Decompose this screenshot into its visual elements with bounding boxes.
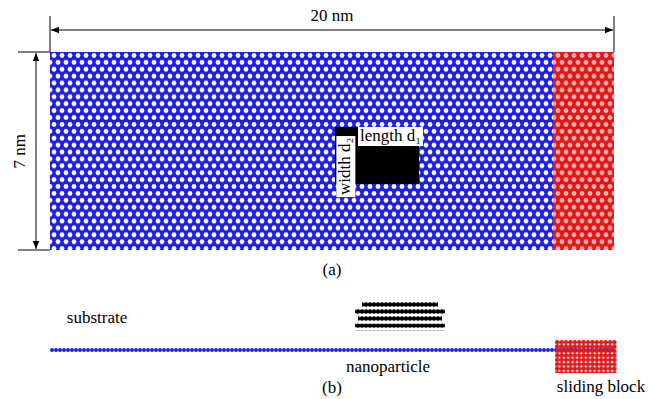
- nanoparticle-layers: [355, 301, 445, 331]
- width-label: width d₂: [336, 135, 355, 196]
- panel-label: (a): [321, 261, 344, 280]
- part-label: nanoparticle: [344, 358, 432, 377]
- sliding-block-top: [553, 52, 614, 250]
- extension-line: [50, 16, 51, 52]
- dimension-label: 7 nm: [11, 132, 30, 170]
- dimension-line: [51, 30, 613, 31]
- substrate-lattice: [50, 52, 614, 250]
- part-label: sliding block: [555, 378, 647, 397]
- extension-line: [18, 250, 50, 251]
- sliding-block-side: [555, 340, 617, 373]
- substrate-row: [50, 346, 614, 354]
- part-label: substrate: [65, 309, 129, 328]
- dimension-line: [36, 53, 37, 249]
- extension-line: [614, 16, 615, 52]
- extension-line: [18, 52, 50, 53]
- panel-label: (b): [320, 379, 344, 398]
- dimension-label: 20 nm: [309, 7, 356, 26]
- length-label: length d₁: [358, 127, 423, 146]
